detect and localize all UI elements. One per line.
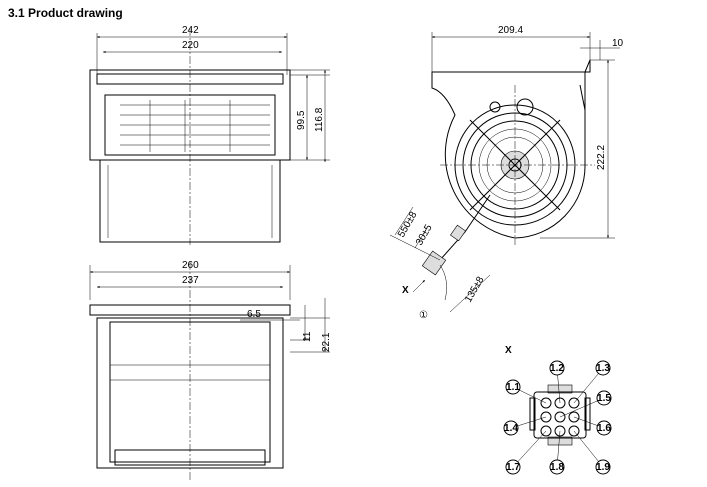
connector-pin: [554, 411, 566, 423]
pin-callout-circle: [549, 360, 565, 376]
section-title: 3.1 Product drawing: [8, 6, 123, 20]
pin-label: 1.7: [506, 462, 520, 473]
pin-callout-circle: [595, 459, 611, 475]
pin-label: 1.5: [597, 393, 611, 404]
leader-line: [573, 430, 604, 468]
pin-label: 1.1: [506, 382, 520, 393]
pin-callout-circle: [596, 420, 612, 436]
dim-242: 242: [182, 25, 199, 36]
pin-label: 1.6: [597, 423, 611, 434]
pin-callout-circle: [595, 360, 611, 376]
connector-pin: [540, 411, 552, 423]
bottom-view: 260 237 6.5 11 22.1: [89, 260, 332, 480]
dim-strip-30: 30±5: [414, 222, 435, 247]
pin-callout-circle: [503, 420, 519, 436]
pin-label: 1.3: [596, 363, 610, 374]
pin-callout-circle: [596, 390, 612, 406]
pin-callout-circle: [505, 379, 521, 395]
dim-11: 11: [302, 331, 313, 342]
front-view: 242 220 99.5 116.8: [89, 25, 330, 245]
dim-cable-550: 550±8: [396, 210, 420, 240]
leader-line: [573, 367, 604, 404]
connector-pin: [540, 425, 552, 437]
view-marker-x: X: [402, 285, 409, 296]
dim-99-5: 99.5: [296, 110, 307, 130]
connector-pin: [568, 397, 580, 409]
dim-260: 260: [182, 260, 199, 271]
leader-line: [512, 430, 547, 468]
dim-222-2: 222.2: [596, 145, 607, 170]
pin-label: 1.2: [550, 363, 564, 374]
dim-22-1: 22.1: [321, 332, 332, 352]
connector-pin: [554, 397, 566, 409]
dim-237: 237: [182, 275, 199, 286]
connector-pin: [540, 397, 552, 409]
side-view: 209.4 10 222.2 550±8 30±5 135±8 X ①: [389, 25, 624, 321]
connector-view: X 1.1 1.2 1.3 1.4 1.5 1.6 1.7 1.8 1.9: [503, 345, 612, 475]
dim-220: 220: [182, 40, 199, 51]
dim-10: 10: [612, 38, 624, 49]
pin-callout-circle: [549, 459, 565, 475]
connector-pin: [568, 425, 580, 437]
dim-116-8: 116.8: [314, 107, 325, 132]
callout-1: ①: [419, 310, 428, 321]
pin-callout-circle: [505, 459, 521, 475]
pin-label: 1.8: [550, 462, 564, 473]
pin-label: 1.9: [596, 462, 610, 473]
dim-lead-135: 135±8: [463, 275, 487, 305]
connector-pin: [568, 411, 580, 423]
leader-line: [559, 397, 605, 418]
connector-view-label: X: [505, 345, 512, 356]
connector-pin: [554, 425, 566, 437]
pin-label: 1.4: [504, 423, 518, 434]
dim-209-4: 209.4: [498, 25, 523, 36]
dim-6-5: 6.5: [247, 309, 261, 320]
